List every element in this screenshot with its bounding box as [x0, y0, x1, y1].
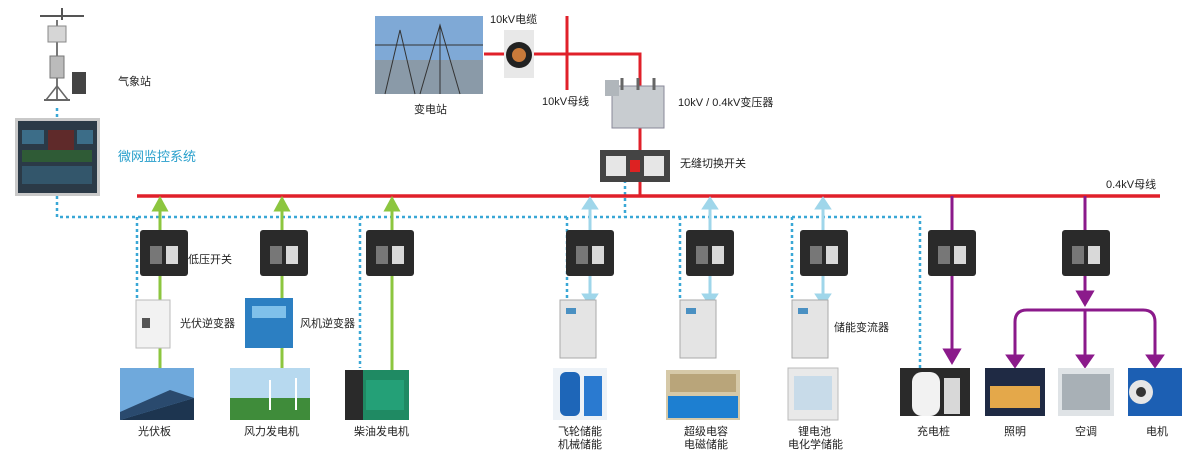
- pcs-label: 储能变流器: [834, 322, 889, 334]
- pcs-cabinets: [559, 299, 829, 359]
- supercap-label-2: 电磁储能: [684, 439, 728, 451]
- li-battery-label-2: 电化学储能: [788, 439, 843, 451]
- cable-10kv-label: 10kV电缆: [490, 14, 538, 26]
- breaker-3: [366, 230, 414, 276]
- motor-label: 电机: [1146, 426, 1168, 438]
- monitor-system-label: 微网监控系统: [118, 149, 197, 164]
- breaker-7: [928, 230, 976, 276]
- breaker-6: [800, 230, 848, 276]
- substation-picture: [375, 16, 483, 95]
- pv-inverter-device: [135, 299, 171, 349]
- pv-inverter-label: 光伏逆变器: [180, 318, 235, 330]
- ac-picture: [1058, 368, 1114, 416]
- charger-picture: [900, 368, 970, 416]
- flywheel-label-1: 飞轮储能: [558, 426, 602, 438]
- pv-panel-label: 光伏板: [138, 426, 171, 438]
- lv-switch-label: 低压开关: [188, 254, 232, 266]
- supercap-label-1: 超级电容: [684, 426, 728, 438]
- breaker-1: [140, 230, 188, 276]
- flywheel-picture: [553, 368, 607, 420]
- wind-turbine-picture: [230, 368, 310, 420]
- substation-label: 变电站: [414, 104, 447, 116]
- diesel-label: 柴油发电机: [354, 426, 409, 438]
- pv-panel-picture: [120, 368, 194, 420]
- load-lines: [942, 196, 1165, 369]
- lighting-picture: [985, 368, 1045, 416]
- ats-device: [600, 150, 670, 182]
- wind-turbine-label: 风力发电机: [244, 426, 299, 438]
- monitor-screen: [15, 118, 100, 196]
- li-battery-picture: [787, 367, 839, 421]
- wind-inverter-label: 风机逆变器: [300, 318, 355, 330]
- transformer-device: [605, 78, 665, 129]
- li-battery-label-1: 锂电池: [798, 426, 831, 438]
- wind-inverter-device: [245, 298, 293, 348]
- motor-picture: [1128, 368, 1182, 416]
- lighting-label: 照明: [1004, 426, 1026, 438]
- bus-10kv-label: 10kV母线: [542, 96, 590, 108]
- diesel-generator-picture: [345, 370, 409, 420]
- breakers: [140, 230, 1110, 276]
- bus-04kv-label: 0.4kV母线: [1106, 179, 1157, 191]
- transformer-label: 10kV / 0.4kV变压器: [678, 97, 774, 109]
- supercap-picture: [666, 370, 740, 420]
- charger-label: 充电桩: [917, 426, 950, 438]
- weather-station-label: 气象站: [118, 76, 151, 88]
- breaker-2: [260, 230, 308, 276]
- weather-station-device: [40, 8, 86, 101]
- breaker-5: [686, 230, 734, 276]
- breaker-8: [1062, 230, 1110, 276]
- ac-label: 空调: [1075, 426, 1097, 438]
- flywheel-label-2: 机械储能: [558, 439, 602, 451]
- cable-10kv-line: [484, 52, 642, 86]
- breaker-4: [566, 230, 614, 276]
- ats-label: 无缝切换开关: [680, 158, 746, 170]
- cable-device: [504, 30, 534, 78]
- hv-10kv: [484, 16, 642, 196]
